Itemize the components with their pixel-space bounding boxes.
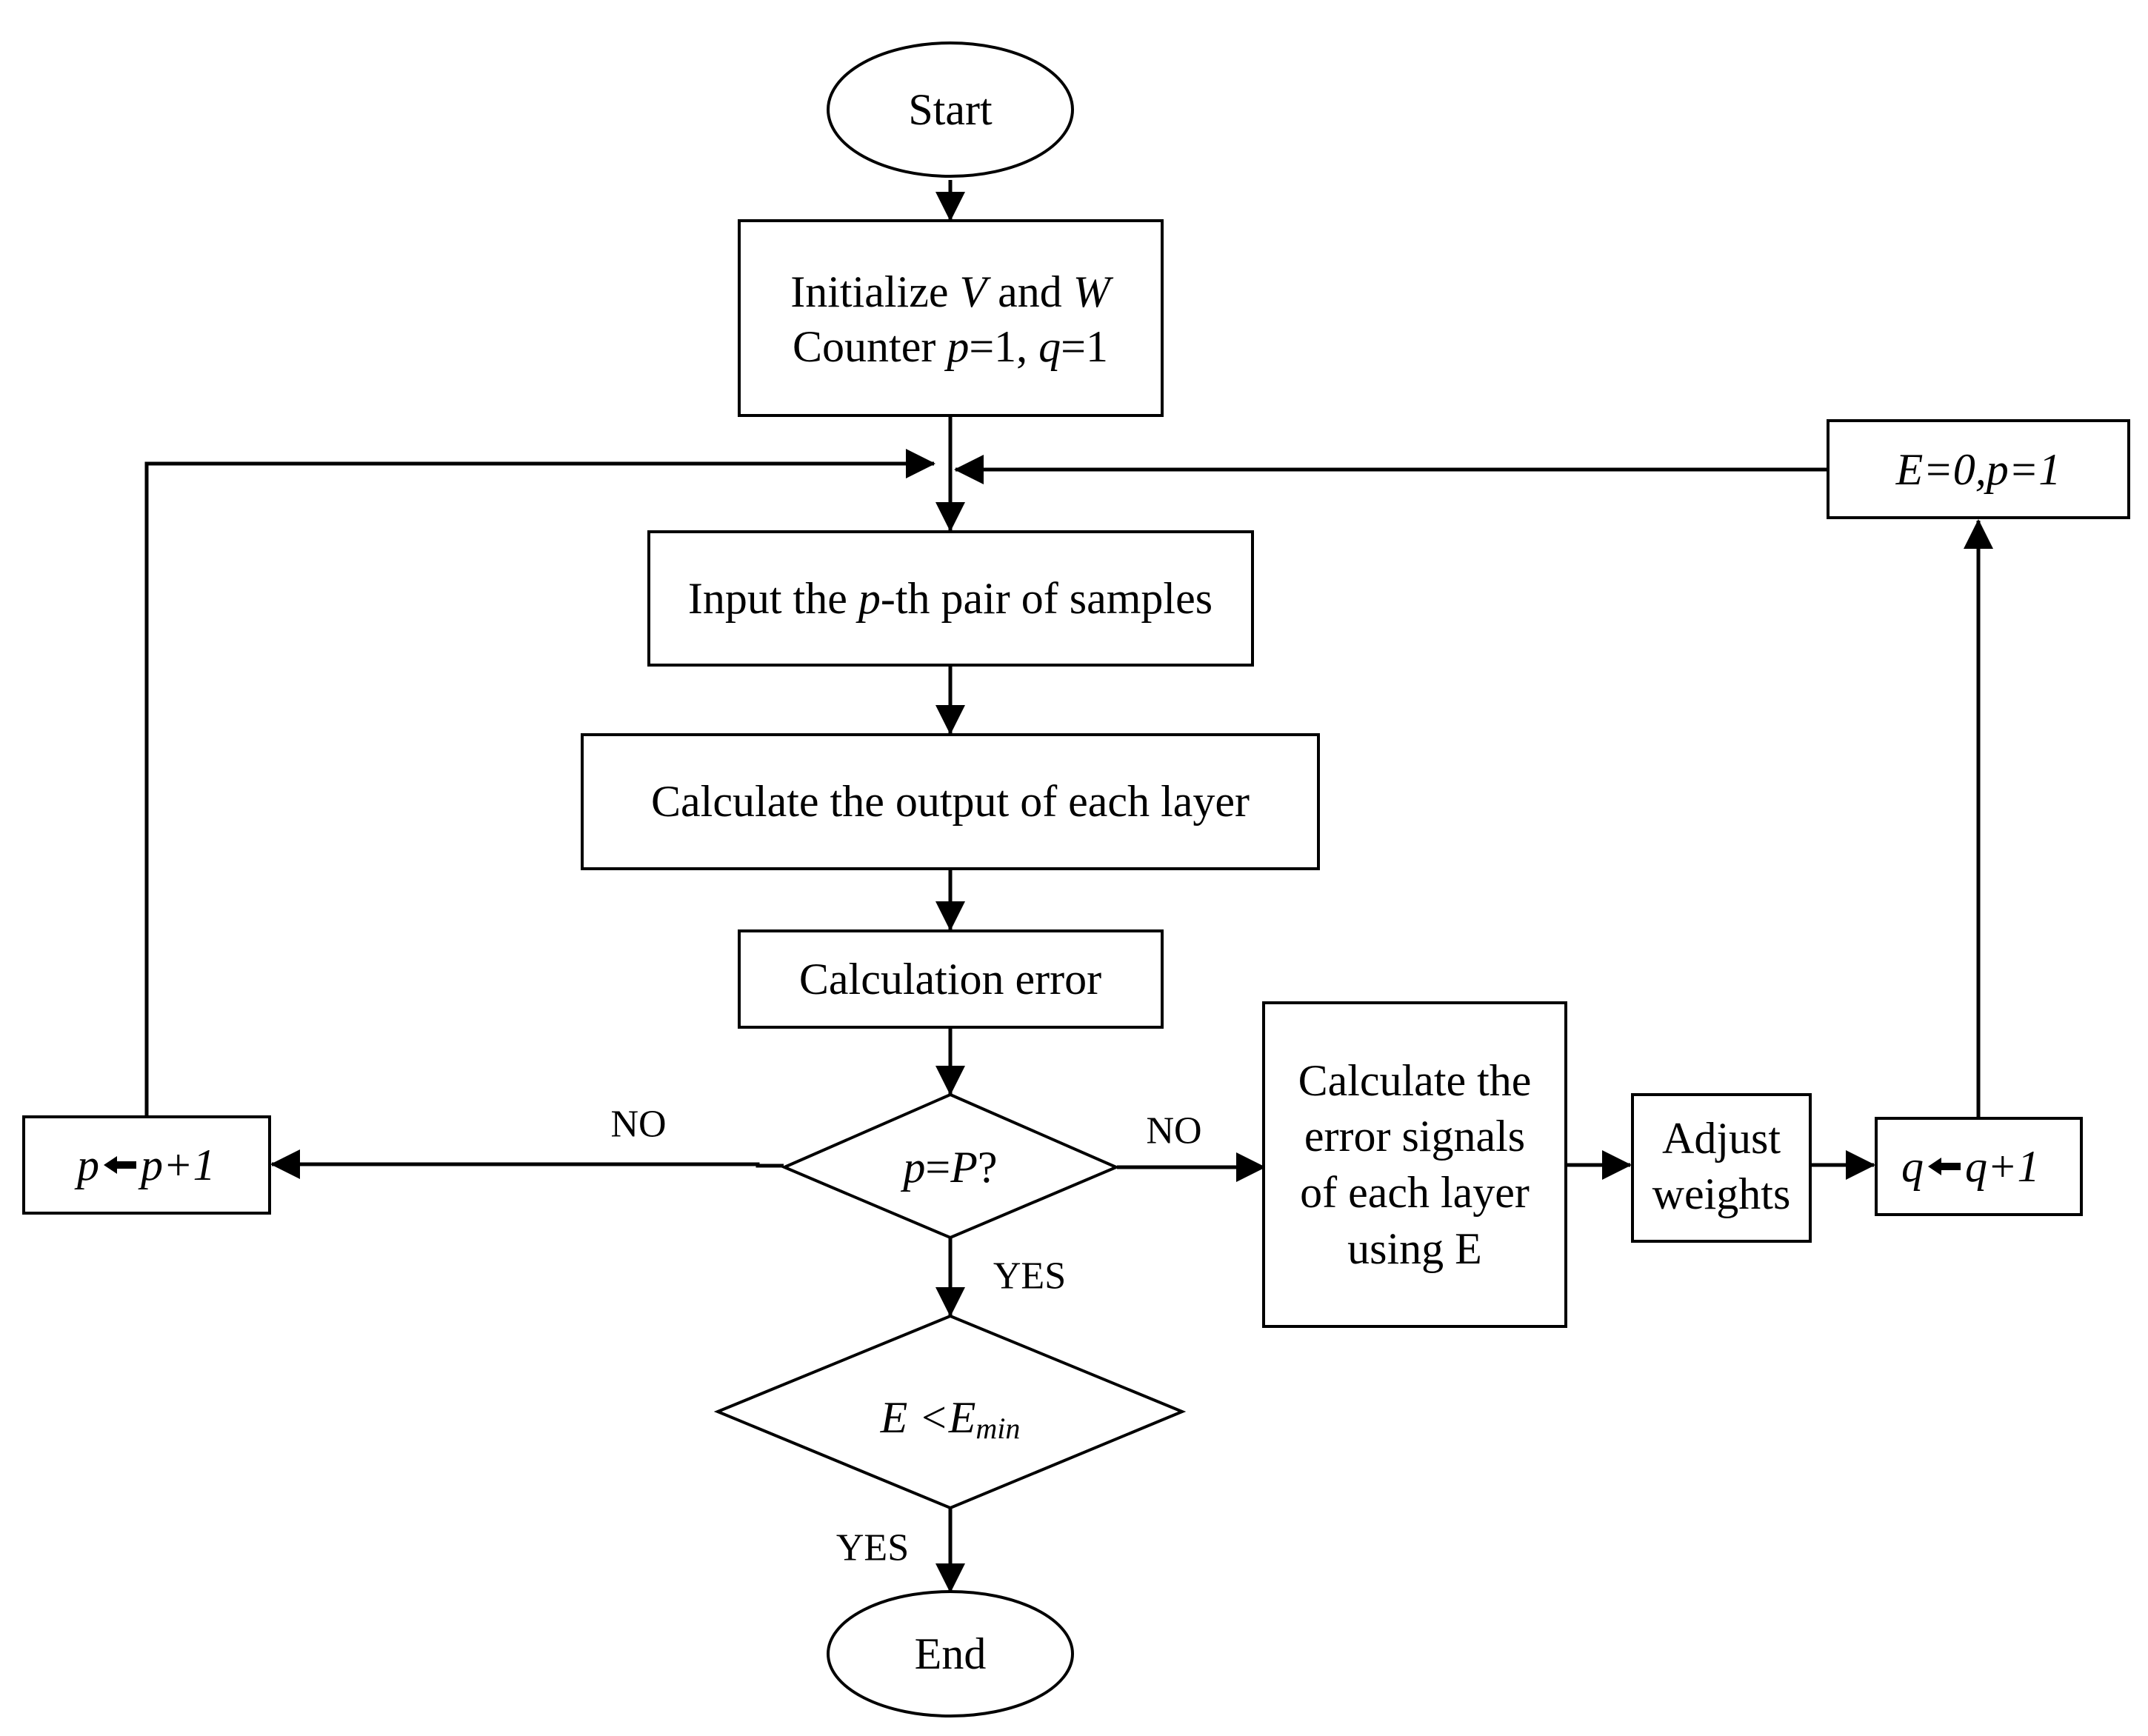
- reset-box: [1827, 419, 2130, 519]
- input-label-c: -th pair of samples: [881, 574, 1213, 623]
- adjust-weights-node: Adjust weights: [1631, 1093, 1812, 1243]
- calc-output-node: Calculate the output of each layer: [581, 733, 1320, 870]
- p-increment-target: p: [74, 1141, 99, 1189]
- reset-node: E=0,p=1: [1827, 419, 2130, 519]
- calc-output-label: Calculate the output of each layer: [651, 777, 1250, 826]
- decision-e-diamond: [713, 1314, 1187, 1510]
- q-increment-box: [1875, 1117, 2083, 1216]
- decision-p-node: p=P?: [780, 1092, 1121, 1240]
- input-box: [647, 530, 1254, 667]
- edge-label-no-left: NO: [610, 1104, 666, 1146]
- decision-p-diamond: [780, 1092, 1121, 1240]
- loop-p-increment-to-input: [144, 449, 935, 1117]
- decision-e-subscript: min: [975, 1412, 1020, 1445]
- input-node: Input the p-th pair of samples: [647, 530, 1254, 667]
- edge-label-yes-e: YES: [836, 1527, 909, 1569]
- decision-p-label: p=P?: [900, 1143, 997, 1192]
- end-node: End: [827, 1590, 1074, 1717]
- init-line-1-text-a: Initialize: [790, 267, 959, 316]
- decision-p-var-big-p: P: [950, 1143, 978, 1192]
- q-increment-expression: q+1: [1965, 1142, 2040, 1191]
- init-var-v: V: [959, 267, 991, 316]
- init-var-q: q: [1038, 322, 1061, 371]
- arrow-decision-p-no-to-p-increment: [270, 1149, 784, 1179]
- error-signals-line-3: of each layer: [1300, 1168, 1530, 1217]
- edge-labels: NO NO YES YES: [610, 1104, 1201, 1569]
- calc-error-node: Calculation error: [738, 929, 1164, 1029]
- error-signals-box: [1262, 1001, 1567, 1328]
- connectors: [144, 180, 1993, 1593]
- decision-e-label: E <Emin: [880, 1393, 1021, 1445]
- init-line-2: Counter p=1, q=1: [793, 322, 1108, 371]
- left-arrow-icon: [1928, 1158, 1961, 1175]
- error-signals-line-1: Calculate the: [1298, 1056, 1532, 1105]
- init-line-2-text-e: =1: [1061, 322, 1108, 371]
- decision-e-text: E <E: [880, 1393, 976, 1442]
- start-label: Start: [908, 85, 993, 134]
- adjust-weights-box: [1631, 1093, 1812, 1243]
- edge-label-no-right: NO: [1146, 1110, 1201, 1152]
- init-box: [738, 219, 1164, 417]
- adjust-weights-line-1: Adjust: [1662, 1114, 1781, 1163]
- end-terminator: [827, 1590, 1074, 1717]
- init-line-2-text-a: Counter: [793, 322, 947, 371]
- init-line-1: Initialize V and W: [790, 267, 1114, 316]
- init-line-1-text-c: and: [987, 267, 1073, 316]
- adjust-weights-line-2: weights: [1652, 1169, 1791, 1218]
- input-var-p: p: [855, 574, 881, 623]
- input-label-a: Input the: [688, 574, 858, 623]
- p-increment-expression: p+1: [138, 1141, 216, 1189]
- calc-output-box: [581, 733, 1320, 870]
- init-node: Initialize V and W Counter p=1, q=1: [738, 219, 1164, 417]
- start-terminator: [827, 41, 1074, 178]
- reset-label: E=0,p=1: [1895, 445, 2061, 494]
- error-signals-line-2: error signals: [1304, 1112, 1525, 1161]
- init-line-2-text-c: =1,: [969, 322, 1038, 371]
- start-node: Start: [827, 41, 1074, 178]
- init-var-p: p: [944, 322, 969, 371]
- decision-p-question: ?: [978, 1143, 998, 1192]
- q-increment-target: q: [1901, 1142, 1924, 1191]
- edge-label-yes-p: YES: [993, 1255, 1066, 1298]
- left-arrow-icon: [104, 1156, 136, 1174]
- input-label: Input the p-th pair of samples: [688, 574, 1213, 623]
- error-signals-line-4: using E: [1347, 1224, 1482, 1273]
- decision-p-var-p: p: [900, 1143, 925, 1192]
- init-var-w: W: [1073, 267, 1114, 316]
- end-label: End: [915, 1629, 987, 1678]
- error-signals-node: Calculate the error signals of each laye…: [1262, 1001, 1567, 1328]
- p-increment-node: p p+1: [22, 1115, 271, 1215]
- p-increment-box: [22, 1115, 271, 1215]
- decision-p-eq: =: [925, 1143, 950, 1192]
- decision-e-node: E <Emin: [713, 1314, 1187, 1510]
- calc-error-label: Calculation error: [799, 955, 1101, 1004]
- q-increment-node: q q+1: [1875, 1117, 2083, 1216]
- calc-error-box: [738, 929, 1164, 1029]
